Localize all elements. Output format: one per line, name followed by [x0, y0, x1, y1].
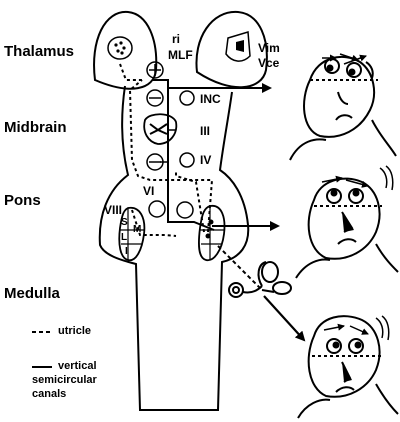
label-vim: Vim: [258, 41, 280, 55]
oculomotor-nucleus: [143, 113, 178, 145]
neuron-symbols: [149, 64, 161, 163]
label-inc: INC: [200, 92, 221, 106]
label-l: L: [121, 232, 128, 243]
label-vce: Vce: [258, 56, 280, 70]
label-thalamus: Thalamus: [4, 43, 75, 60]
thalamus-left-lobe: [93, 10, 158, 90]
utricle-dashed-link: [217, 245, 263, 291]
vestibular-left-divisions: [120, 208, 144, 260]
utricle-pathway: [119, 63, 214, 237]
nucleus-circles: [146, 61, 195, 219]
head-bottom-nose: [342, 362, 352, 382]
vertical-canal-pathway: [152, 79, 215, 231]
head-bottom-arrows: [323, 315, 390, 341]
label-pons: Pons: [4, 192, 41, 209]
label-medulla: Medulla: [4, 285, 60, 302]
vertical-canal-branch: [160, 129, 176, 163]
thalamus-left-nucleus: [107, 36, 133, 60]
label-iv: IV: [200, 153, 212, 167]
head-bottom: [297, 315, 399, 419]
label-vi: VI: [143, 184, 155, 198]
head-middle-nose: [342, 212, 354, 232]
head-middle-arrows: [321, 165, 394, 191]
vim-vce-inner: [236, 40, 244, 52]
legend-vertical-line2: semicircular: [32, 374, 97, 386]
legend-utricle-label: utricle: [58, 325, 92, 337]
vestibular-right-dot2: [205, 233, 211, 239]
thalamus-left-spots: [114, 41, 126, 55]
label-m: M: [133, 224, 142, 235]
label-i: I: [125, 246, 128, 257]
label-s: S: [121, 217, 128, 228]
label-ri: ri: [172, 32, 181, 46]
labyrinth-icon: [228, 261, 292, 298]
label-midbrain: Midbrain: [4, 119, 67, 136]
head-top: [289, 55, 397, 161]
label-viii: VIII: [104, 203, 123, 217]
label-mlf: MLF: [168, 48, 193, 62]
legend-vertical-line1: vertical: [58, 360, 97, 372]
legend-vertical-line3: canals: [32, 388, 67, 400]
brainstem-outline: [98, 85, 250, 411]
oculomotor-spots: [149, 123, 168, 135]
head-top-arrows: [322, 53, 367, 65]
label-iii: III: [200, 124, 211, 138]
medulla-output-arrow: [263, 295, 306, 342]
vestibular-right-dot: [208, 219, 214, 225]
vestibular-nuclei-right: [198, 205, 226, 262]
